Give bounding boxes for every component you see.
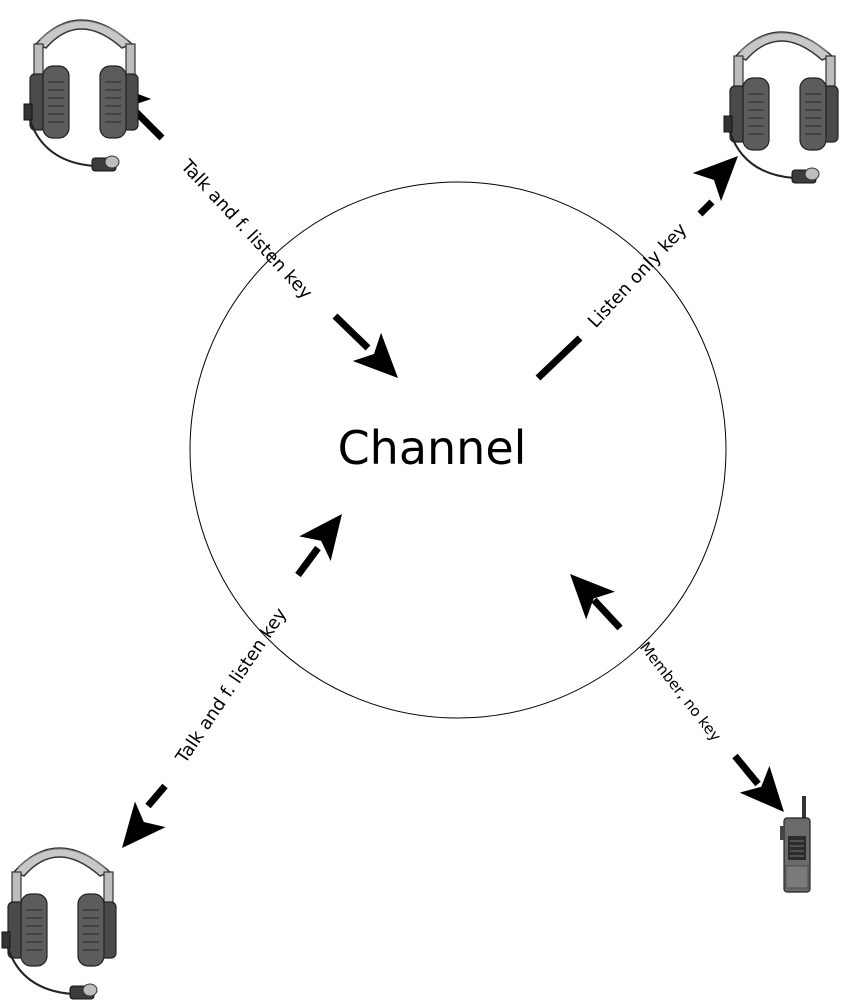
- connection-label-bottom-right: Member, no key: [636, 638, 725, 744]
- channel-label: Channel: [338, 421, 527, 475]
- connection-label-top-left: Talk and f. listen key: [176, 155, 317, 304]
- arrowhead-bottom-left-channel: [299, 501, 358, 561]
- headset-icon-top-left: [23, 19, 139, 172]
- channel-circle: [189, 181, 727, 719]
- arrowhead-top-right-device: [692, 141, 753, 202]
- connection-label-bottom-left: Talk and f. listen key: [171, 604, 291, 768]
- arrowhead-bottom-left-device: [106, 801, 166, 861]
- connector-top-right: Listen only key: [535, 141, 753, 381]
- connector-bottom-left: Talk and f. listen key: [106, 501, 358, 861]
- connector-bottom-right: Member, no key: [555, 560, 799, 826]
- radio-icon-bottom-right: [779, 795, 811, 893]
- connector-top-left: Talk and f. listen key: [91, 67, 413, 393]
- connection-label-top-right: Listen only key: [584, 219, 692, 332]
- headset-icon-top-right: [723, 31, 839, 184]
- headset-icon-bottom-left: [1, 847, 117, 1000]
